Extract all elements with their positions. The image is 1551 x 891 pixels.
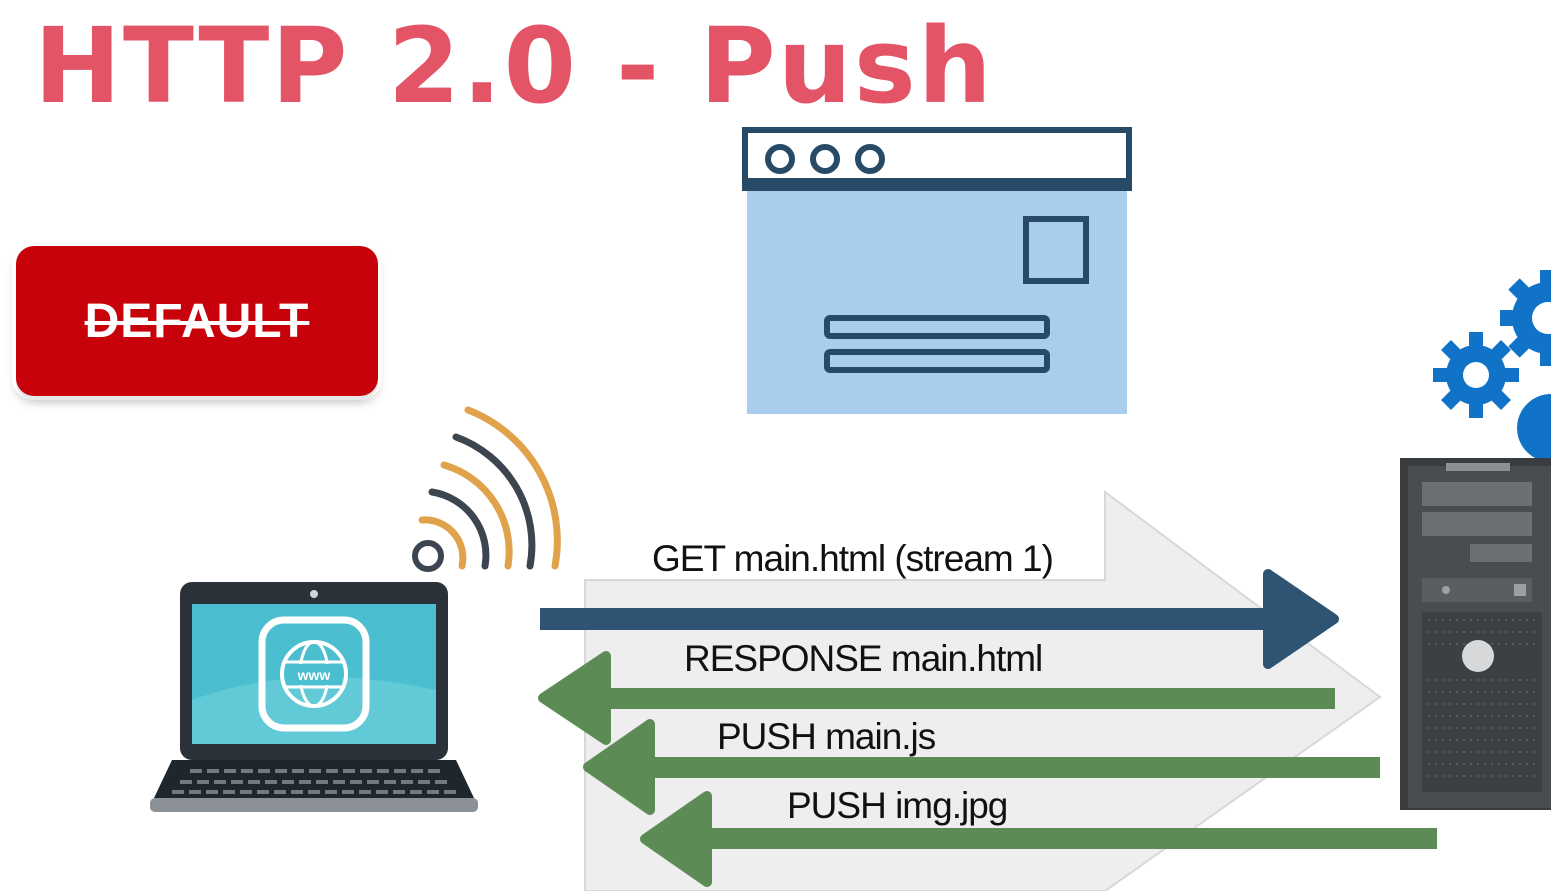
push-img-label: PUSH img.jpg: [787, 785, 1008, 826]
push-js-arrow: [583, 719, 1380, 815]
wifi-signal-icon: [412, 406, 561, 572]
push-img-arrow: [640, 791, 1437, 887]
response-label: RESPONSE main.html: [684, 638, 1043, 679]
request-label: GET main.html (stream 1): [652, 538, 1054, 579]
request-arrow: [540, 569, 1339, 669]
gears-icon: [1433, 270, 1551, 462]
default-badge: DEFAULT: [16, 246, 378, 396]
push-js-label: PUSH main.js: [717, 716, 936, 757]
laptop-icon: [150, 582, 478, 812]
server-icon: [1400, 458, 1551, 810]
default-badge-label: DEFAULT: [84, 294, 310, 348]
page-title: HTTP 2.0 - Push: [34, 5, 994, 127]
laptop-screen-text: www: [297, 667, 331, 683]
response-arrow: [538, 651, 1335, 745]
browser-window-icon: [742, 127, 1132, 414]
